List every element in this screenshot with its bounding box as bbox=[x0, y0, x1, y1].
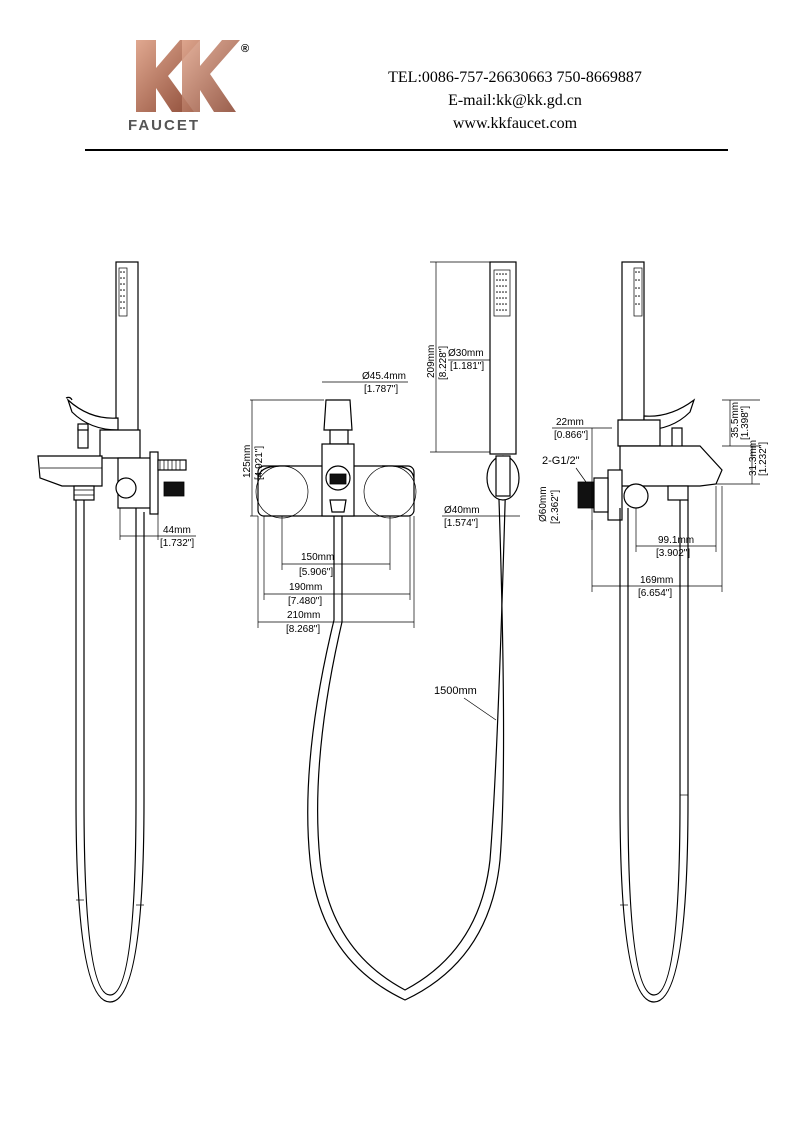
dim-31-mm: 31.3mm bbox=[748, 440, 759, 476]
brand-name: FAUCET bbox=[128, 117, 200, 134]
dim-60-mm: Ø60mm bbox=[538, 486, 549, 522]
side-view-right: 22mm [0.866"] 2-G1/2" Ø60mm [2.362"] 35.… bbox=[538, 261, 769, 1003]
dim-35-mm: 35.5mm bbox=[730, 402, 741, 438]
dim-210-mm: 210mm bbox=[287, 610, 320, 621]
dim-125-mm: 125mm bbox=[242, 445, 253, 478]
contact-email: E-mail:kk@kk.gd.cn bbox=[448, 92, 582, 109]
contact-tel: TEL:0086-757-26630663 750-8669887 bbox=[388, 69, 642, 86]
dim-22-mm: 22mm bbox=[556, 417, 584, 428]
dim-125-inch: [4.921"] bbox=[254, 446, 265, 480]
dim-44-inch: [1.732"] bbox=[160, 538, 194, 549]
dim-190-inch: [7.480"] bbox=[288, 596, 322, 607]
hose-length-label: 1500mm bbox=[434, 685, 477, 697]
dim-99-inch: [3.902"] bbox=[656, 548, 690, 559]
registered-mark: ® bbox=[241, 43, 249, 55]
dim-spout-mm: Ø45.4mm bbox=[362, 371, 406, 382]
brand-logo: FAUCET ® bbox=[128, 40, 268, 135]
dim-30-mm: Ø30mm bbox=[448, 348, 484, 359]
dim-44-mm: 44mm bbox=[163, 525, 191, 536]
kk-logo-mark: FAUCET ® bbox=[128, 40, 249, 134]
dim-209-inch: [8.228"] bbox=[438, 346, 449, 380]
dim-31-inch: [1.232"] bbox=[758, 442, 769, 476]
dim-169-mm: 169mm bbox=[640, 575, 673, 586]
dim-40-inch: [1.574"] bbox=[444, 518, 478, 529]
hose-left bbox=[83, 500, 137, 996]
dim-30-inch: [1.181"] bbox=[450, 361, 484, 372]
dim-150-inch: [5.906"] bbox=[299, 567, 333, 578]
dim-60-inch: [2.362"] bbox=[550, 490, 561, 524]
contact-block: TEL:0086-757-26630663 750-8669887 E-mail… bbox=[340, 66, 690, 135]
dim-35-inch: [1.398"] bbox=[740, 406, 751, 440]
contact-web: www.kkfaucet.com bbox=[452, 115, 578, 132]
dim-40-mm: Ø40mm bbox=[444, 505, 480, 516]
dim-spout-inch: [1.787"] bbox=[364, 384, 398, 395]
thread-label: 2-G1/2" bbox=[542, 455, 580, 467]
dim-22-inch: [0.866"] bbox=[554, 430, 588, 441]
hose-right bbox=[627, 500, 681, 996]
dim-209-mm: 209mm bbox=[426, 345, 437, 378]
handshower-detail: 209mm [8.228"] Ø30mm [1.181"] Ø40mm [1.5… bbox=[426, 261, 520, 529]
dim-190-mm: 190mm bbox=[289, 582, 322, 593]
dim-210-inch: [8.268"] bbox=[286, 624, 320, 635]
front-view: Ø45.4mm [1.787"] 125mm [4.921"] 150mm [5… bbox=[242, 371, 507, 1001]
dim-99-mm: 99.1mm bbox=[658, 535, 694, 546]
dim-169-inch: [6.654"] bbox=[638, 588, 672, 599]
hose-front bbox=[307, 469, 505, 1001]
dim-150-mm: 150mm bbox=[301, 552, 334, 563]
side-view-left: 44mm [1.732"] bbox=[37, 261, 196, 1003]
header-divider bbox=[85, 149, 728, 151]
